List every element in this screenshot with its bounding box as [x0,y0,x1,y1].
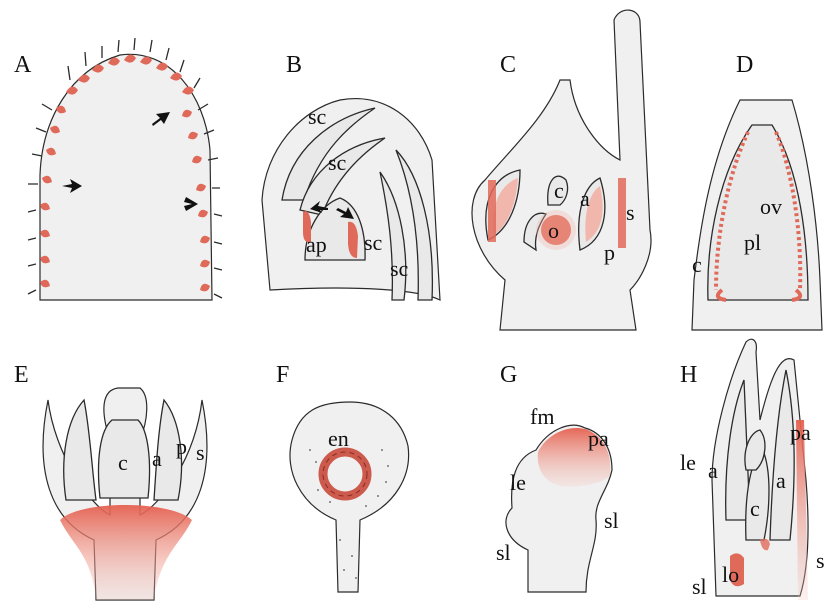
label-e-s: s [196,440,205,465]
label-c-a: a [580,186,590,211]
label-b-ap: ap [306,232,327,257]
panel-label-d: D [736,52,753,78]
label-b-sc-4: sc [390,256,409,281]
label-c-s: s [626,200,635,225]
panel-label-f: F [276,362,289,388]
label-d-ov: ov [760,194,782,219]
label-e-a: a [152,446,162,471]
label-h-le: le [680,450,696,475]
label-b-sc-1: sc [308,104,327,129]
label-d-c: c [692,252,702,277]
panel-a: A [14,38,222,300]
label-h-sl: sl [692,574,707,599]
panel-label-g: G [500,362,517,388]
label-d-pl: pl [744,230,761,255]
label-g-le: le [510,470,526,495]
label-f-en: en [328,426,349,451]
label-g-sl-2: sl [496,540,511,565]
label-e-c: c [118,450,128,475]
panel-c: C c a s o p [472,10,651,330]
panel-label-a: A [14,52,32,78]
label-c-o: o [548,218,559,243]
panel-f: F en [276,362,409,592]
label-h-lo: lo [722,562,739,587]
label-b-sc-3: sc [364,230,383,255]
panel-label-c: C [500,52,516,78]
label-h-pa: pa [790,420,811,445]
panel-label-h: H [680,362,697,388]
panel-g: G fm pa le sl sl [496,362,619,592]
label-h-c: c [750,496,760,521]
label-h-a-2: a [776,468,786,493]
panel-b: B sc sc ap sc sc [262,52,440,300]
label-g-fm: fm [530,404,554,429]
panel-e: E c a p s [14,362,207,600]
label-g-pa: pa [588,426,609,451]
panel-h: H le a pa a c s sl lo [680,339,825,600]
panel-d: D ov pl c [692,52,822,330]
label-h-s: s [816,548,825,573]
panel-label-b: B [286,52,302,78]
label-c-p: p [604,240,615,265]
panel-label-e: E [14,362,29,388]
label-b-sc-2: sc [328,150,347,175]
label-e-p: p [176,434,187,459]
label-c-c: c [554,178,564,203]
label-g-sl-1: sl [604,508,619,533]
label-h-a-1: a [708,458,718,483]
